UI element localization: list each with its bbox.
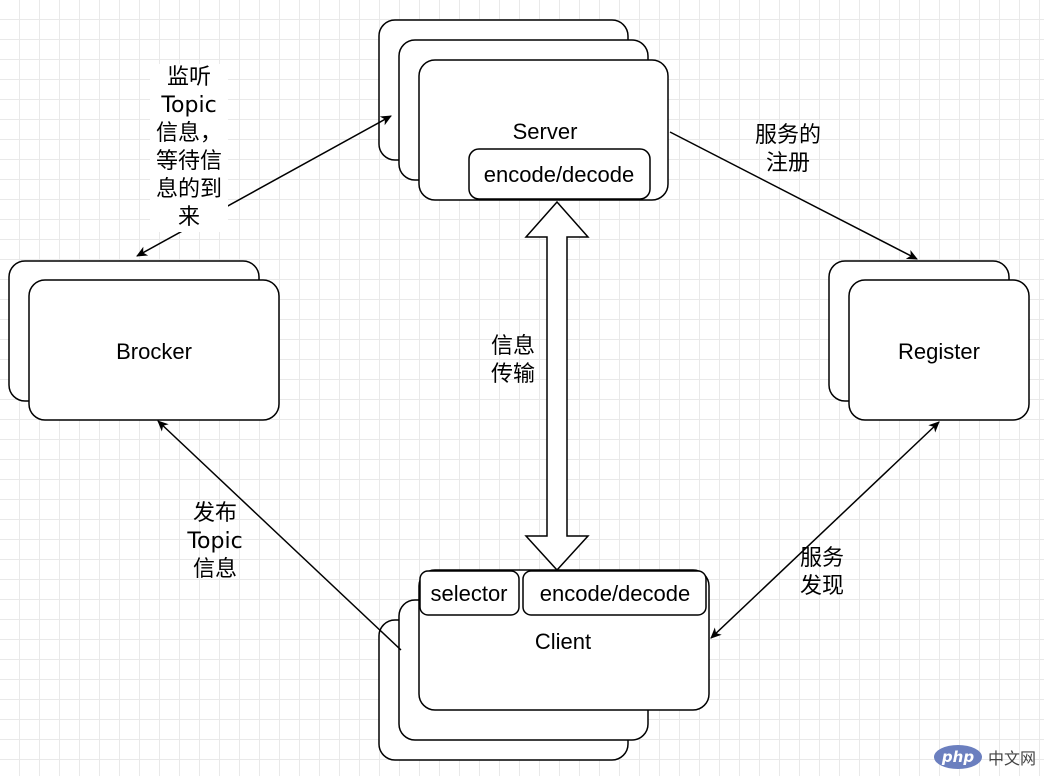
- edge-client-broker: [157, 420, 402, 651]
- edge-label-info-transfer: 信息 传输: [490, 334, 535, 387]
- edge-label-service-discovery: 服务 发现: [799, 546, 844, 599]
- register-node: Register: [828, 260, 1030, 421]
- edge-label-listen-topic: 监听 Topic 信息， 等待信 息的到 来: [150, 64, 228, 232]
- server-node: Server encode/decode: [378, 19, 669, 201]
- edge-label-service-registration: 服务的 注册: [754, 123, 821, 176]
- client-label: Client: [535, 629, 591, 654]
- edge-client-register: [710, 421, 940, 639]
- edge-broker-server: [136, 115, 392, 257]
- client-codec-box: [522, 570, 707, 616]
- client-node: selector encode/decode Client: [378, 569, 710, 761]
- client-selector-label: selector: [430, 581, 507, 606]
- broker-stack-front: [28, 279, 280, 421]
- broker-node: Brocker: [8, 260, 280, 421]
- server-codec-label: encode/decode: [484, 162, 634, 187]
- edge-label-publish-topic: 发布 Topic 信息: [187, 501, 243, 582]
- register-label: Register: [898, 339, 980, 364]
- broker-label: Brocker: [116, 339, 192, 364]
- register-stack-front: [848, 279, 1030, 421]
- server-label: Server: [513, 119, 578, 144]
- edge-server-register: [669, 131, 918, 260]
- watermark-site-text: 中文网: [987, 749, 1036, 768]
- php-watermark: php 中文网: [933, 744, 1036, 770]
- client-selector-box: [419, 570, 520, 616]
- client-codec-label: encode/decode: [540, 581, 690, 606]
- edge-server-client-transfer: [524, 200, 590, 572]
- php-logo-icon: php: [933, 745, 982, 769]
- server-codec-box: [468, 148, 651, 200]
